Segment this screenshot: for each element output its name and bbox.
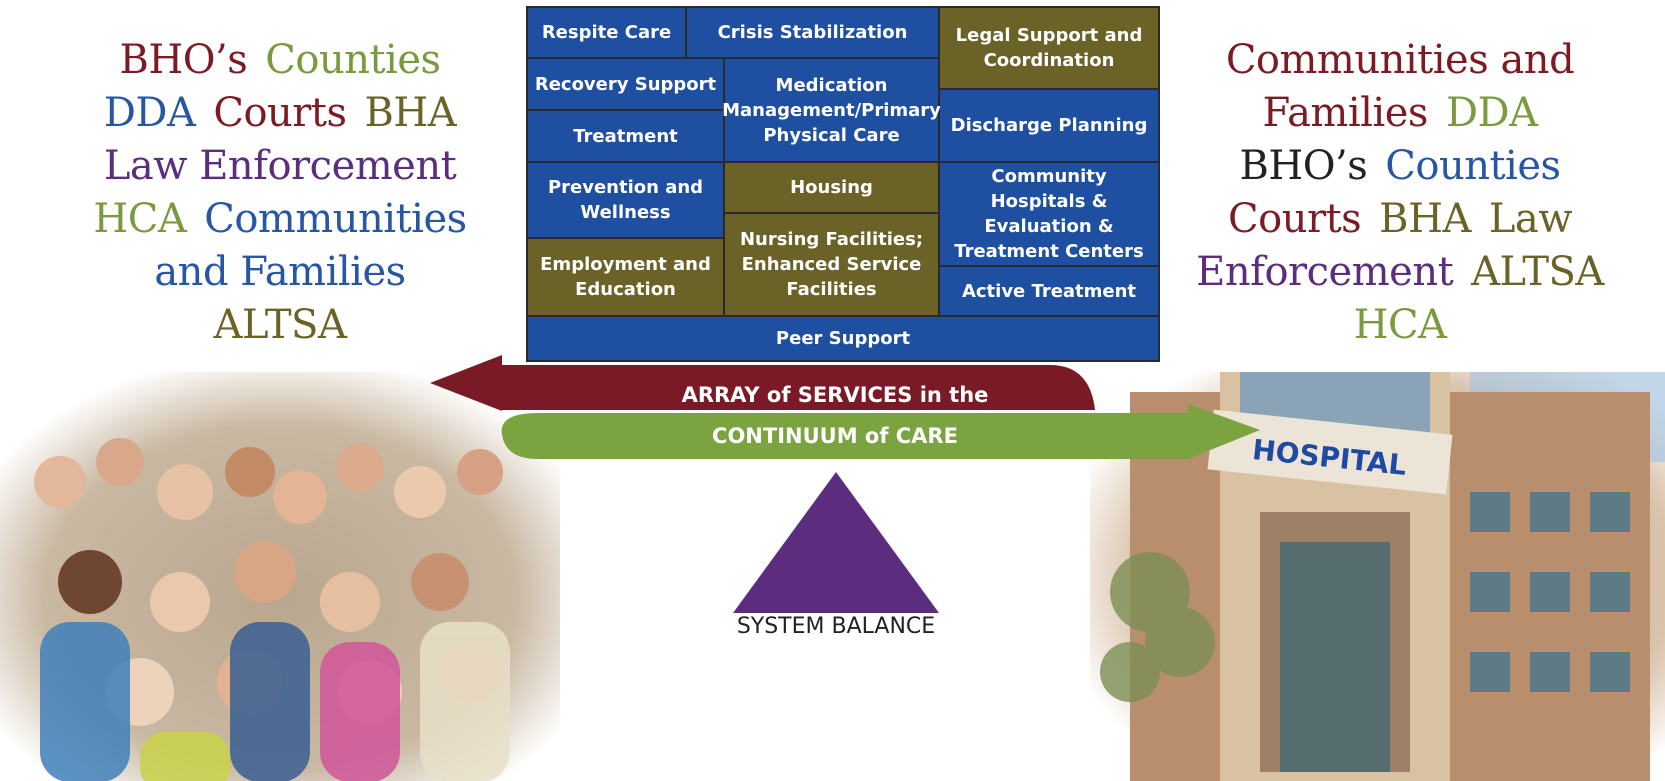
cloud-word: Communities and — [1225, 37, 1575, 83]
crowd-shirts — [40, 622, 510, 781]
cloud-word: Counties — [1385, 143, 1561, 189]
cloud-word: Families — [1262, 90, 1429, 136]
cloud-line: Communities and — [1170, 34, 1630, 87]
hospital-windows — [1470, 492, 1630, 692]
cloud-line: Families DDA — [1170, 87, 1630, 140]
cloud-word: BHA — [364, 90, 457, 136]
cloud-word: Law Enforcement — [103, 143, 457, 189]
service-treatment: Treatment — [528, 111, 723, 161]
cloud-line: Enforcement ALTSA — [1170, 246, 1630, 299]
cloud-word: ALTSA — [213, 302, 347, 348]
fulcrum-shape — [733, 472, 939, 613]
service-crisis-stabilization: Crisis Stabilization — [687, 8, 938, 57]
service-active-treatment: Active Treatment — [940, 267, 1158, 315]
fulcrum-triangle — [733, 472, 939, 613]
cloud-line: and Families — [60, 246, 500, 299]
service-legal-support: Legal Support and Coordination — [940, 8, 1158, 88]
cloud-word: BHO’s — [1239, 143, 1368, 189]
right-stakeholder-cloud: Communities and Families DDA BHO’s Countie… — [1170, 34, 1630, 352]
cloud-line: Law Enforcement — [60, 140, 500, 193]
cloud-word: Law — [1488, 196, 1573, 242]
cloud-word: HCA — [1353, 302, 1447, 348]
cloud-word: Courts — [1228, 196, 1362, 242]
cloud-line: DDA Courts BHA — [60, 87, 500, 140]
service-respite-care: Respite Care — [528, 8, 685, 57]
service-community-hospitals: Community Hospitals & Evaluation & Treat… — [940, 163, 1158, 265]
service-recovery-support: Recovery Support — [528, 59, 723, 109]
cloud-word: Communities — [204, 196, 467, 242]
system-balance-label: SYSTEM BALANCE — [736, 614, 936, 639]
hospital-photo: HOSPITAL — [1090, 372, 1665, 781]
services-grid: Respite Care Crisis Stabilization Legal … — [526, 6, 1160, 362]
arrow-label-array: ARRAY of SERVICES in the — [681, 383, 989, 407]
service-discharge-planning: Discharge Planning — [940, 90, 1158, 161]
cloud-line: BHO’s Counties — [60, 34, 500, 87]
service-peer-support: Peer Support — [528, 317, 1158, 360]
cloud-word: HCA — [93, 196, 187, 242]
cloud-line: BHO’s Counties — [1170, 140, 1630, 193]
cloud-word: BHA — [1379, 196, 1471, 242]
cloud-word: and Families — [154, 249, 406, 295]
cloud-word: BHO’s — [119, 37, 248, 83]
cloud-word: Counties — [265, 37, 441, 83]
arrow-left — [430, 355, 1095, 411]
cloud-word: ALTSA — [1471, 249, 1604, 295]
arrow-right — [501, 404, 1260, 459]
cloud-line: HCA Communities — [60, 193, 500, 246]
cloud-word: DDA — [103, 90, 196, 136]
cloud-line: HCA — [1170, 299, 1630, 352]
cloud-line: Courts BHA Law — [1170, 193, 1630, 246]
service-medication-management: Medication Management/Primary Physical C… — [722, 59, 941, 161]
crowd-photo — [0, 372, 560, 781]
arrow-label-continuum: CONTINUUM of CARE — [712, 424, 958, 448]
left-stakeholder-cloud: BHO’s Counties DDA Courts BHA Law Enforceme… — [60, 34, 500, 352]
cloud-word: DDA — [1445, 90, 1538, 136]
cloud-word: Enforcement — [1196, 249, 1454, 295]
service-nursing-facilities: Nursing Facilities; Enhanced Service Fac… — [725, 214, 938, 315]
hospital-sign: HOSPITAL — [1207, 409, 1453, 495]
service-housing: Housing — [725, 163, 938, 212]
cloud-line: ALTSA — [60, 299, 500, 352]
service-employment-education: Employment and Education — [528, 239, 723, 315]
service-prevention-wellness: Prevention and Wellness — [528, 163, 723, 237]
continuum-arrows — [430, 355, 1260, 459]
tree — [1100, 552, 1215, 702]
cloud-word: Courts — [213, 90, 347, 136]
